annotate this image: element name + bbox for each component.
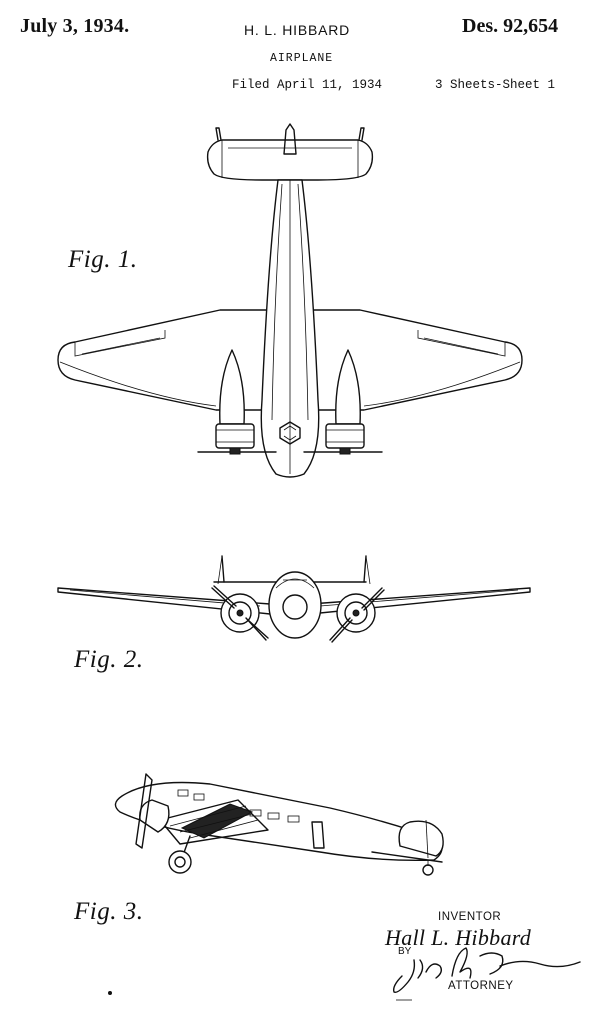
inventor-label: INVENTOR — [438, 911, 502, 923]
inventor-signature: Hall L. Hibbard — [385, 925, 532, 950]
fig-1-label: Fig. 1. — [68, 246, 138, 273]
fig-1-top-view — [57, 123, 523, 478]
stray-dot — [108, 991, 112, 995]
filing-date: Filed April 11, 1934 — [232, 78, 383, 92]
patent-number: Des. 92,654 — [462, 15, 559, 37]
patent-title: AIRPLANE — [270, 52, 334, 65]
issue-date: July 3, 1934. — [20, 15, 130, 37]
sheet-count: 3 Sheets-Sheet 1 — [435, 78, 556, 92]
fig-2-front-view — [57, 555, 531, 643]
attorney-label: ATTORNEY — [448, 980, 514, 992]
fig-3-label: Fig. 3. — [74, 898, 144, 925]
inventor-header: H. L. HIBBARD — [244, 22, 351, 38]
by-label: BY — [398, 946, 412, 957]
fig-2-label: Fig. 2. — [74, 646, 144, 673]
fig-3-perspective-view — [114, 773, 444, 876]
attorney-signature — [392, 947, 581, 1001]
